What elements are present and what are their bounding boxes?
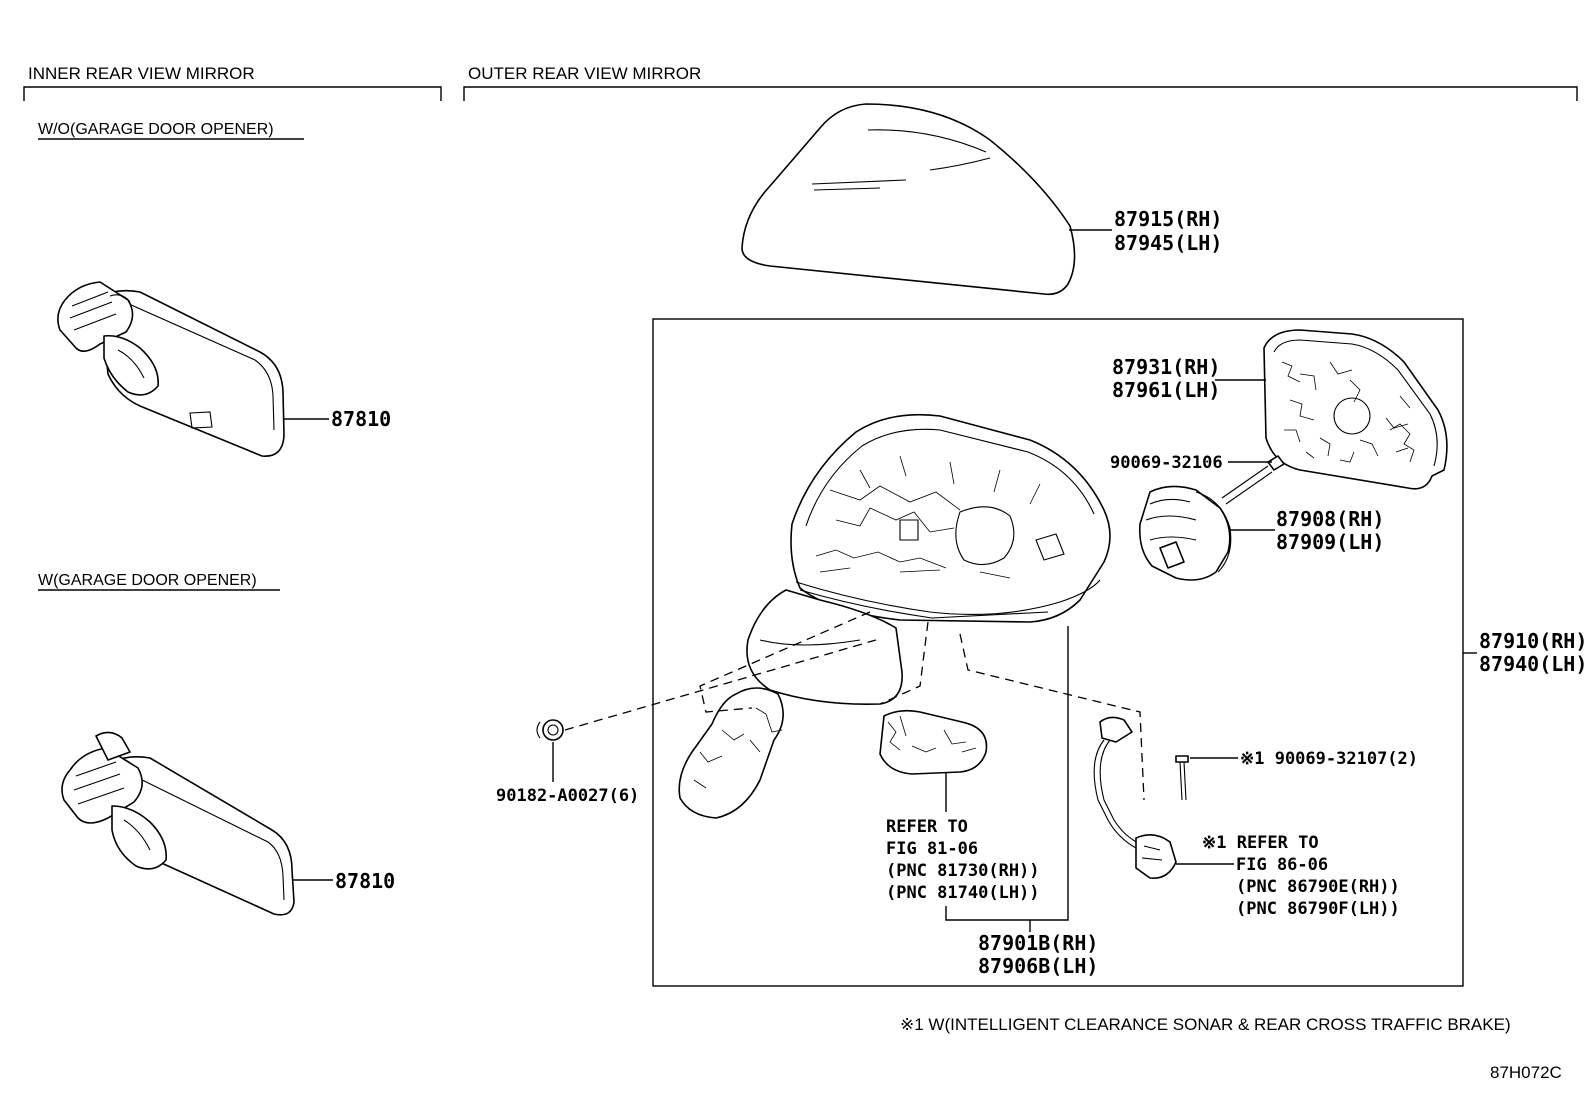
outer-section-bracket <box>463 86 1578 101</box>
without-opener-label: W/O(GARAGE DOOR OPENER) <box>38 121 274 138</box>
inner-mirror-drawing-b <box>61 731 295 916</box>
part-number-screw-b: ※1 90069-32107(2) <box>1240 749 1418 769</box>
part-number-87810-b: 87810 <box>335 869 395 893</box>
diagram-code: 87H072C <box>1490 1063 1562 1082</box>
footnote: ※1 W(INTELLIGENT CLEARANCE SONAR & REAR … <box>900 1015 1511 1034</box>
part-number-screw-a: 90069-32106 <box>1110 453 1223 473</box>
lamp-ref-1: REFER TO <box>886 817 968 837</box>
part-number-body-lh: 87906B(LH) <box>978 954 1098 978</box>
sonar-ref-1: ※1 REFER TO <box>1202 833 1319 853</box>
part-number-body-rh: 87901B(RH) <box>978 931 1098 955</box>
dash-to-sonar <box>959 633 1145 801</box>
lamp-ref-4: (PNC 81740(LH)) <box>886 883 1040 903</box>
part-number-cover-rh: 87915(RH) <box>1114 207 1222 231</box>
part-number-actuator-lh: 87909(LH) <box>1276 530 1384 554</box>
with-opener-label: W(GARAGE DOOR OPENER) <box>38 572 257 589</box>
part-number-glass-rh: 87931(RH) <box>1112 355 1220 379</box>
mirror-cover-drawing <box>741 103 1076 296</box>
dash-to-clip <box>564 639 877 731</box>
screw-drawing-b <box>1175 755 1189 801</box>
dash-to-base <box>699 611 871 713</box>
turn-lamp-drawing <box>879 709 988 775</box>
sonar-ref-4: (PNC 86790F(LH)) <box>1236 899 1400 919</box>
outer-section-title: OUTER REAR VIEW MIRROR <box>468 64 701 83</box>
inner-section-title: INNER REAR VIEW MIRROR <box>28 64 255 83</box>
sonar-ref-2: FIG 86-06 <box>1236 855 1328 875</box>
part-number-assy-lh: 87940(LH) <box>1479 652 1587 676</box>
dash-to-lamp <box>879 621 929 705</box>
actuator-drawing <box>1138 485 1232 581</box>
lamp-ref-3: (PNC 81730(RH)) <box>886 861 1040 881</box>
part-number-actuator-rh: 87908(RH) <box>1276 507 1384 531</box>
inner-section-bracket <box>23 86 442 101</box>
clip-drawing <box>536 719 564 741</box>
part-number-87810-a: 87810 <box>331 407 391 431</box>
mirror-body-drawing <box>678 413 1111 819</box>
part-number-glass-lh: 87961(LH) <box>1112 378 1220 402</box>
inner-mirror-drawing-a <box>57 281 285 457</box>
mirror-glass-drawing <box>1263 329 1448 490</box>
screw-drawing-a <box>1221 455 1285 505</box>
part-number-clip: 90182-A0027(6) <box>496 786 639 806</box>
lamp-ref-2: FIG 81-06 <box>886 839 978 859</box>
part-number-cover-lh: 87945(LH) <box>1114 231 1222 255</box>
leader-body-bracket <box>945 626 1069 921</box>
sonar-ref-3: (PNC 86790E(RH)) <box>1236 877 1400 897</box>
part-number-assy-rh: 87910(RH) <box>1479 629 1587 653</box>
sonar-harness-drawing <box>1093 716 1177 879</box>
